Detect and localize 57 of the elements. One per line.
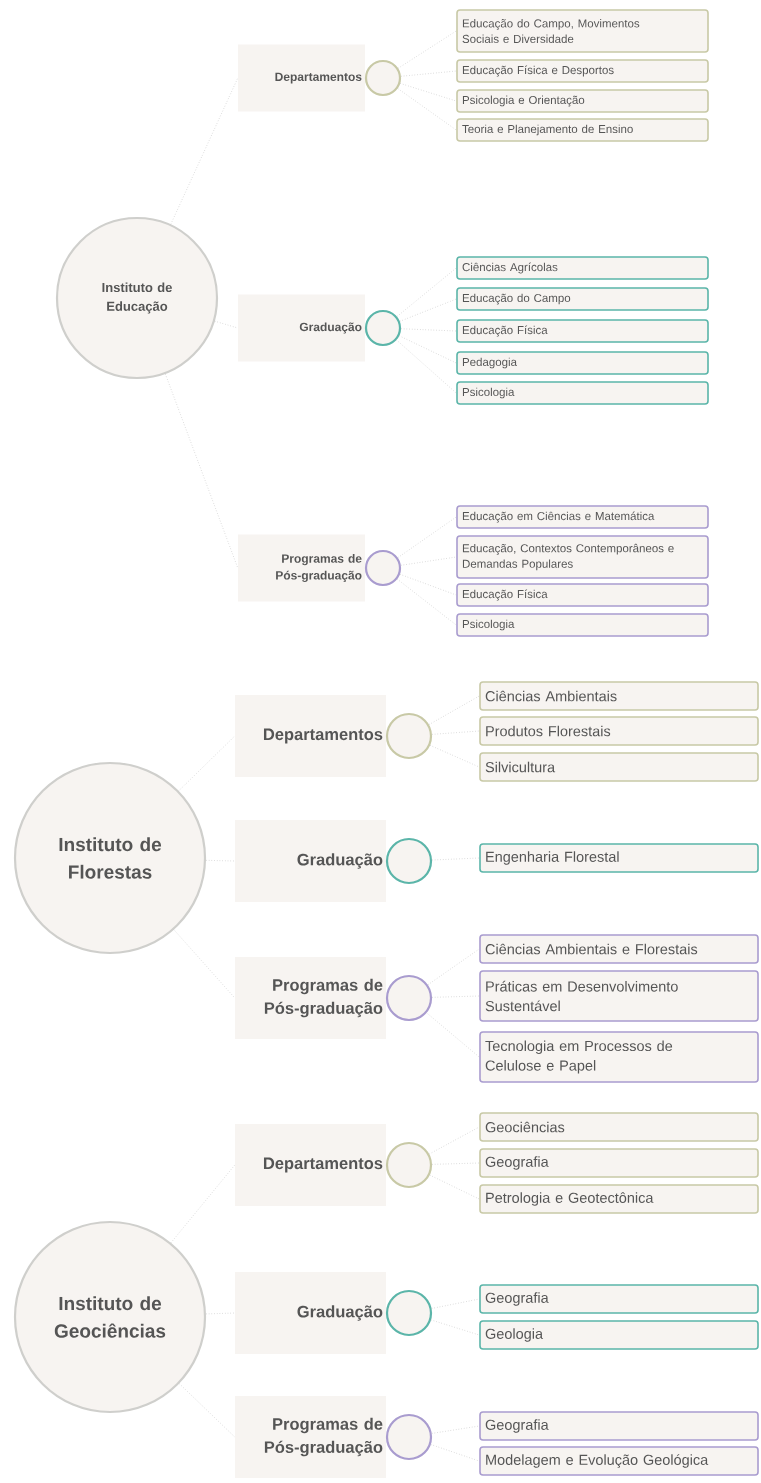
hub-circle (364, 309, 402, 347)
program-box: Educação Física (456, 319, 709, 343)
program-box: Ciências Ambientais (479, 681, 759, 711)
program-box: Educação em Ciências e Matemática (456, 505, 709, 529)
program-box: Modelagem e Evolução Geológica (479, 1446, 759, 1476)
program-box: Geologia (479, 1320, 759, 1350)
program-box: Tecnologia em Processos de Celulose e Papel (479, 1031, 759, 1083)
hub-circle (385, 712, 433, 760)
program-box: Psicologia (456, 613, 709, 637)
connector-line (426, 1012, 480, 1058)
program-box: Ciências Agrícolas (456, 256, 709, 280)
connector-line (430, 1319, 480, 1336)
program-box: Educação Física e Desportos (456, 59, 709, 83)
program-box: Pedagogia (456, 351, 709, 375)
connector-line (165, 373, 239, 569)
hub-circle (385, 837, 433, 885)
hub-circle (385, 1141, 433, 1189)
connector-line (397, 516, 457, 558)
hub-circle (385, 974, 433, 1022)
program-box: Ciências Ambientais e Florestais (479, 934, 759, 964)
program-box: Geografia (479, 1148, 759, 1178)
hub-circle (364, 59, 402, 97)
program-box: Petrologia e Geotectônica (479, 1184, 759, 1214)
connector-line (170, 77, 239, 225)
connector-line (178, 735, 236, 792)
program-box: Geociências (479, 1112, 759, 1142)
program-box: Psicologia (456, 381, 709, 405)
connector-line (431, 1298, 480, 1309)
program-box: Geografia (479, 1284, 759, 1314)
connector-line (178, 1383, 236, 1438)
connector-line (396, 267, 457, 317)
connector-line (398, 335, 457, 364)
hub-circle (385, 1413, 433, 1461)
hub-circle (385, 1289, 433, 1337)
connector-line (170, 1164, 236, 1244)
program-box: Práticas em Desenvolvimento Sustentável (479, 970, 759, 1022)
connector-line (400, 556, 457, 566)
connector-line (431, 1425, 480, 1434)
program-box: Produtos Florestais (479, 716, 759, 746)
program-box: Educação, Contextos Contemporâneos e Demandas Populares (456, 535, 709, 579)
connector-line (427, 948, 480, 986)
program-box: Teoria e Planejamento de Ensino (456, 118, 709, 142)
connector-line (214, 320, 239, 329)
program-box: Educação do Campo (456, 287, 709, 311)
connector-line (399, 298, 457, 322)
connector-line (399, 83, 457, 102)
program-box: Educação Física (456, 583, 709, 607)
connector-line (429, 1174, 480, 1200)
program-box: Educação do Campo, Movimentos Sociais e Diversidade (456, 9, 709, 53)
program-box: Engenharia Florestal (479, 843, 759, 873)
program-box: Geografia (479, 1411, 759, 1441)
connector-line (399, 573, 457, 596)
program-box: Silvicultura (479, 752, 759, 782)
connector-line (397, 88, 457, 131)
program-box: Psicologia e Orientação (456, 89, 709, 113)
hub-circle (364, 549, 402, 587)
connector-line (428, 695, 480, 725)
